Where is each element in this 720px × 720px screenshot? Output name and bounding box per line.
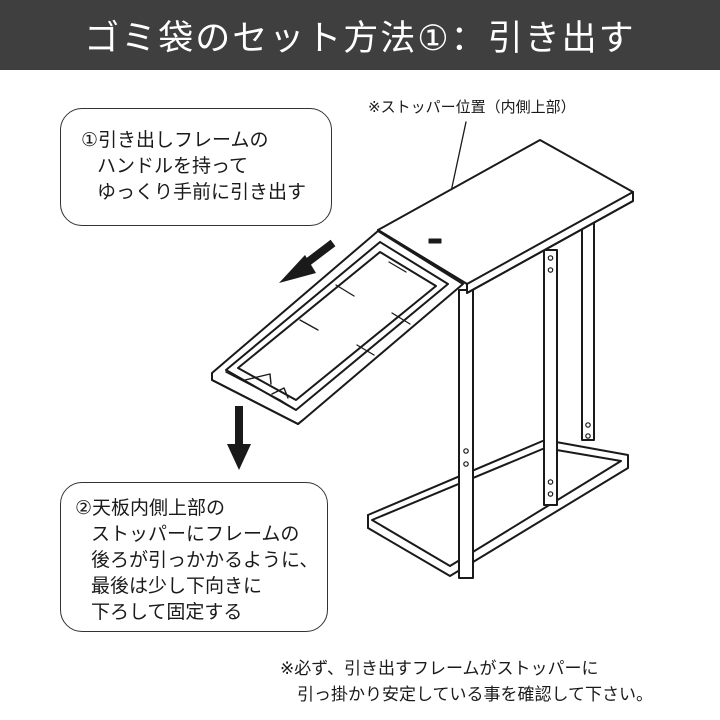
- step-2-line-3: 後ろが引っかかるように、: [91, 549, 319, 571]
- step-2-line-4: 最後は少し下向きに: [91, 575, 263, 597]
- title-bar: ゴミ袋のセット方法①：引き出す: [0, 0, 720, 70]
- caution-note-line-1: ※必ず、引き出すフレームがストッパーに: [280, 659, 599, 679]
- stopper-position-label: ※ストッパー位置（内側上部）: [368, 98, 576, 116]
- caution-note: ※必ず、引き出すフレームがストッパーに 引っ掛かり安定している事を確認して下さい…: [280, 656, 653, 708]
- page-title: ゴミ袋のセット方法①：引き出す: [84, 18, 636, 59]
- step-1-callout: ①引き出しフレームの ハンドルを持って ゆっくり手前に引き出す: [60, 108, 332, 226]
- back-post-right: [581, 221, 595, 441]
- back-post-left: [543, 249, 558, 506]
- pull-direction-arrow: [279, 239, 336, 283]
- pull-out-frame: [211, 230, 464, 425]
- step-2-line-2: ストッパーにフレームの: [91, 523, 300, 545]
- stopper-mark: [428, 238, 442, 244]
- front-post: [458, 289, 474, 579]
- tabletop: [377, 139, 634, 294]
- lower-down-arrow: [227, 406, 251, 470]
- step-2-callout: ②天板内側上部の ストッパーにフレームの 後ろが引っかかるように、 最後は少し下…: [60, 482, 328, 632]
- step-2-line-5: 下ろして固定する: [91, 601, 243, 623]
- step-1-line-1: ①引き出しフレームの: [81, 129, 269, 151]
- step-2-line-1: ②天板内側上部の: [75, 497, 226, 519]
- step-1-line-2: ハンドルを持って: [97, 155, 249, 177]
- step-1-line-3: ゆっくり手前に引き出す: [97, 181, 307, 203]
- base-tray: [367, 439, 629, 577]
- caution-note-line-2: 引っ掛かり安定している事を確認して下さい。: [297, 685, 653, 705]
